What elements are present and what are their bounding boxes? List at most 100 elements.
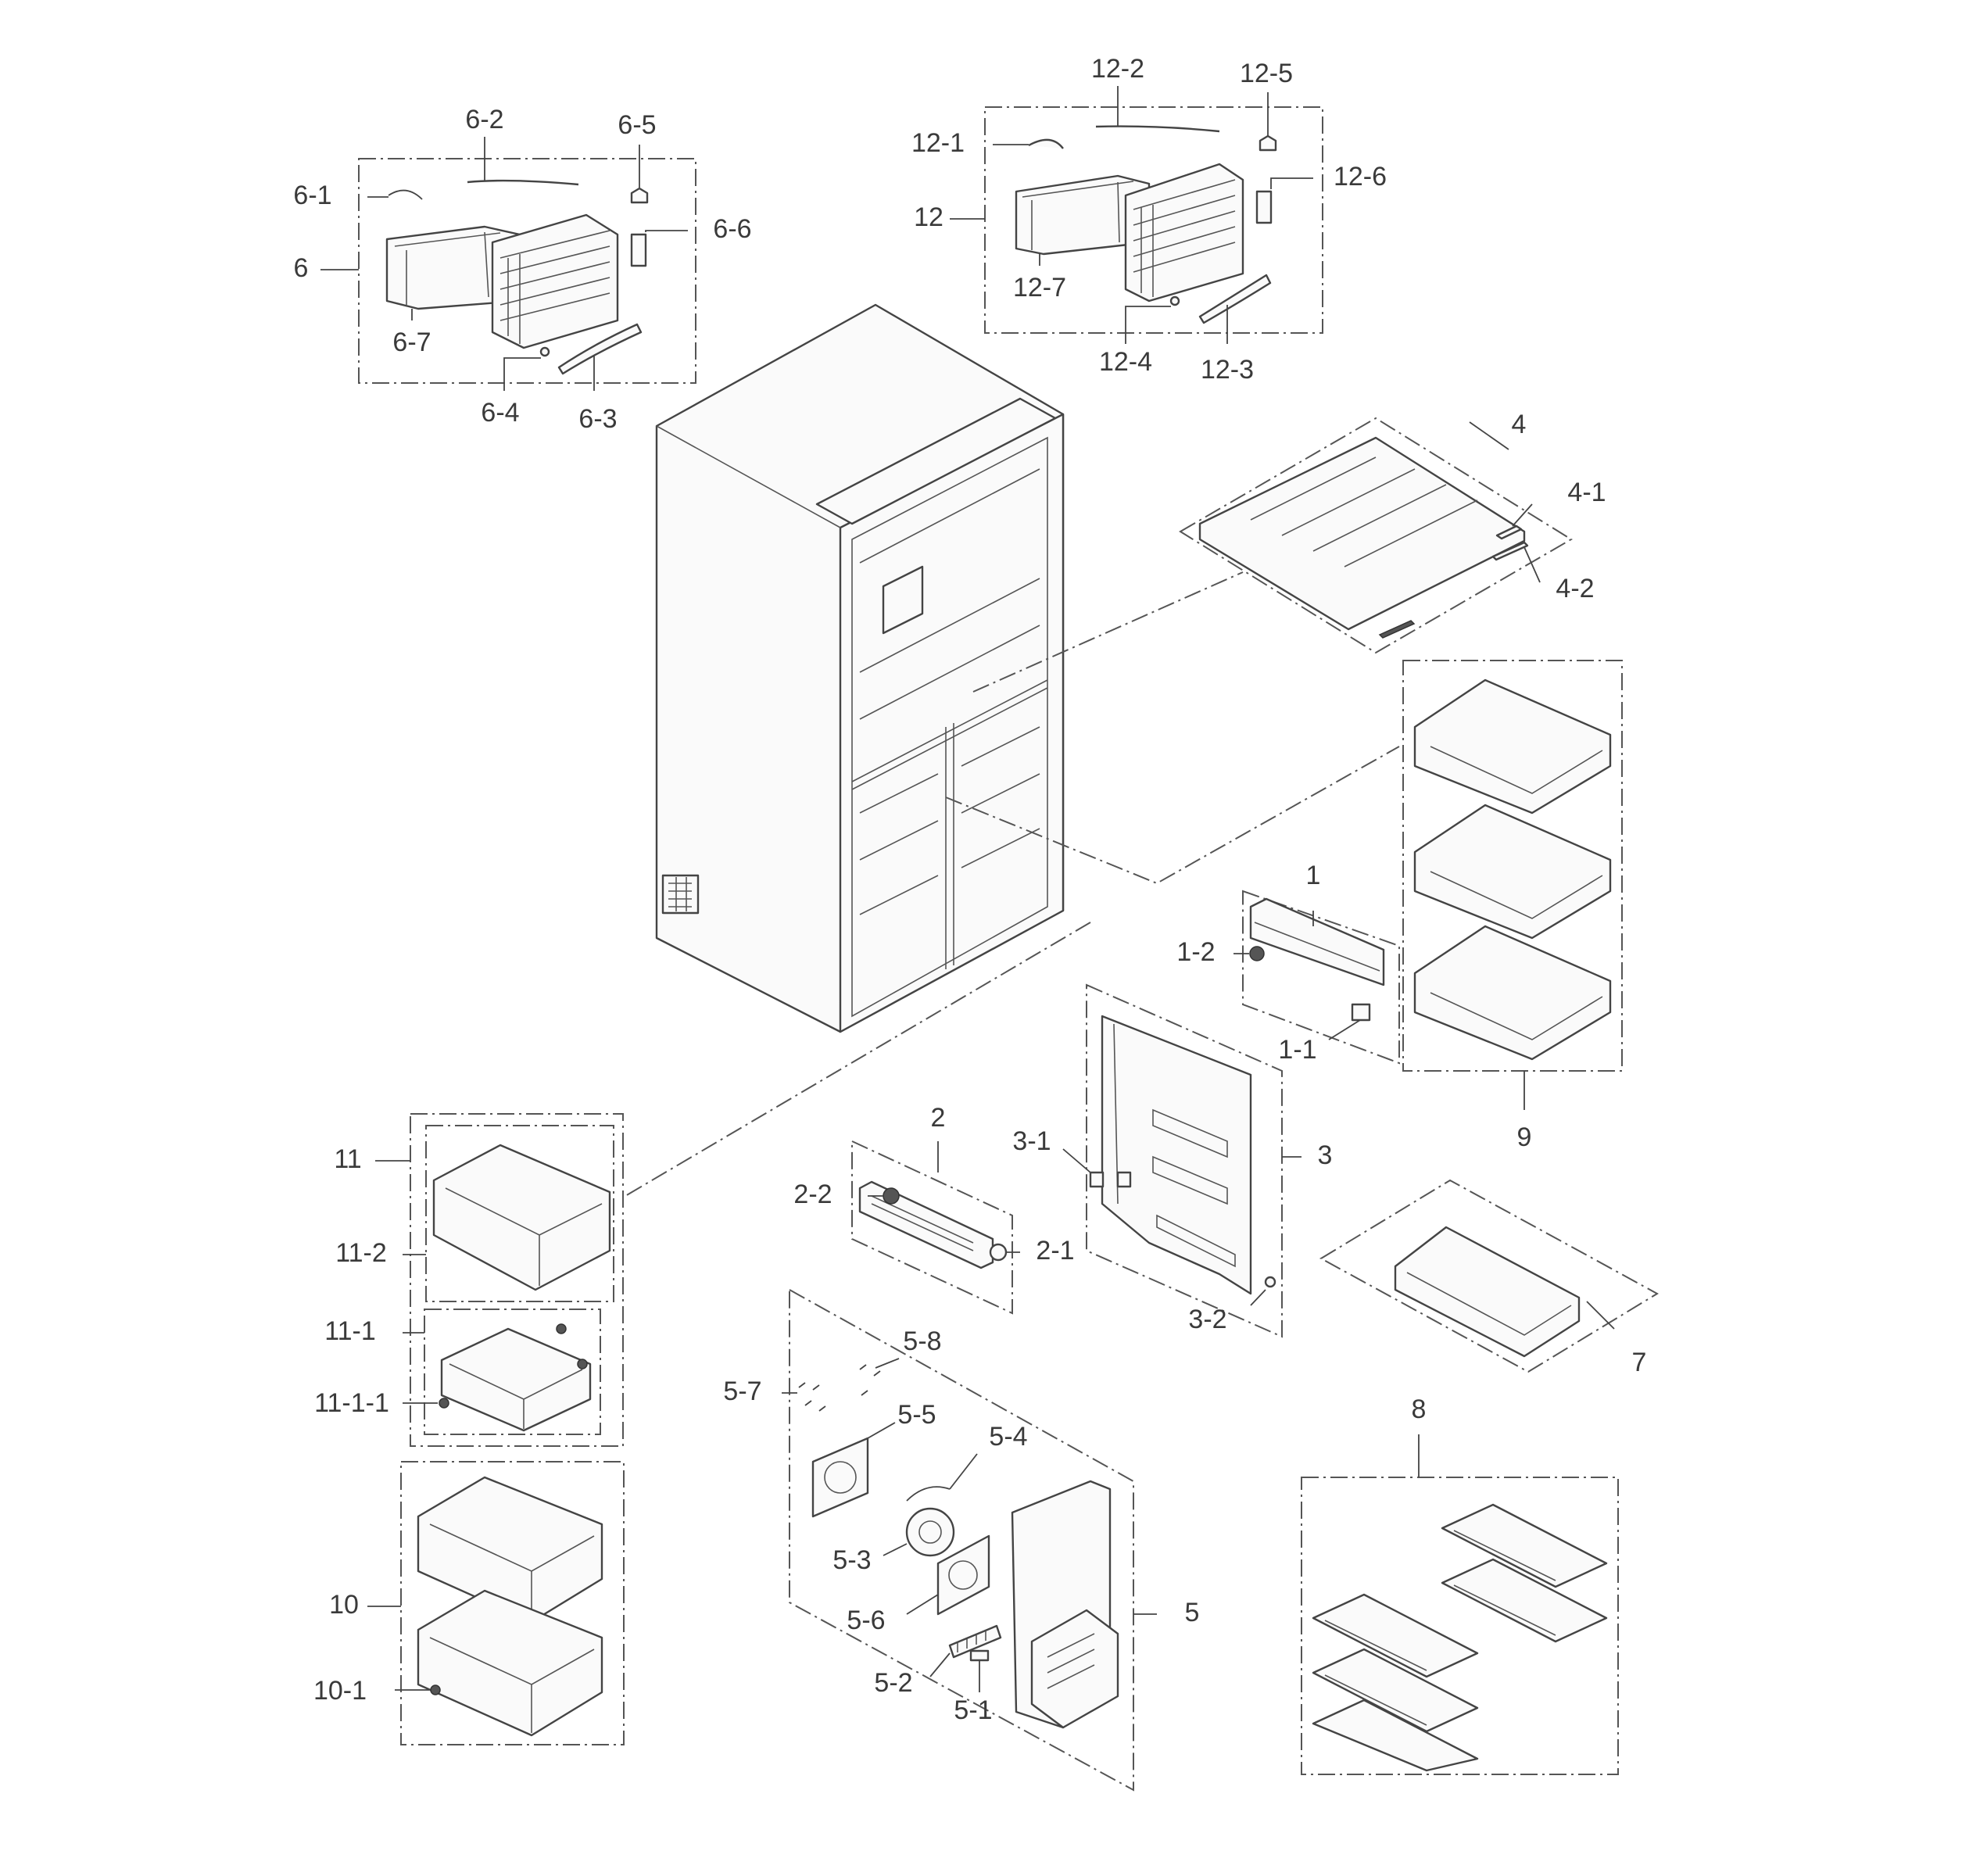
label-12-1: 12-1 — [911, 128, 965, 158]
assembly-12: 12 12-1 12-2 12-3 12-4 12-5 12-6 12-7 — [911, 54, 1387, 385]
assembly-1: 1 1-2 1-1 — [1176, 861, 1400, 1065]
cabinet-inner-bracket — [882, 565, 924, 635]
part-3-1-a — [1089, 1171, 1105, 1188]
label-6-4: 6-4 — [481, 398, 519, 428]
label-3: 3 — [1318, 1140, 1333, 1170]
label-11-2: 11-2 — [335, 1238, 387, 1268]
connector-lines — [625, 571, 1400, 1197]
assembly-10: 10 10-1 — [313, 1461, 625, 1745]
label-6-2: 6-2 — [465, 105, 503, 134]
assembly-5: 5-7 5-8 5-5 5-4 5-3 5-6 5 5-2 5-1 — [723, 1288, 1200, 1792]
part-9-bin-2 — [1413, 804, 1612, 940]
part-4-shelf — [1198, 436, 1526, 631]
part-12-evaporator — [1124, 163, 1244, 303]
part-5-5-fan-housing — [811, 1437, 869, 1518]
part-6-2 — [467, 179, 579, 186]
part-2-panel — [858, 1180, 994, 1269]
assembly-12-boundary — [984, 106, 1323, 334]
label-9: 9 — [1517, 1122, 1532, 1152]
label-8: 8 — [1412, 1394, 1427, 1424]
assembly-8-boundary — [1301, 1477, 1619, 1775]
label-5-8: 5-8 — [903, 1326, 941, 1356]
label-2-1: 2-1 — [1036, 1236, 1074, 1266]
part-8-shelf-4 — [1312, 1648, 1479, 1733]
part-5-2 — [948, 1624, 1002, 1659]
assembly-4-boundary — [1179, 417, 1573, 654]
part-4-1 — [1495, 524, 1523, 540]
part-8-shelf-5 — [1312, 1699, 1479, 1772]
label-3-1: 3-1 — [1012, 1126, 1051, 1156]
label-12-3: 12-3 — [1201, 355, 1254, 385]
assembly-4: 4 4-1 4-2 — [1179, 410, 1606, 654]
assembly-9: 9 — [1402, 660, 1623, 1152]
assembly-3-boundary — [1086, 983, 1283, 1338]
part-1-1 — [1351, 1003, 1371, 1022]
part-5-7-screws — [798, 1382, 826, 1412]
part-7-tray — [1394, 1226, 1581, 1358]
part-11-1-1 — [439, 1398, 449, 1409]
part-5-3-fan-motor — [905, 1507, 955, 1557]
label-5-1: 5-1 — [954, 1695, 992, 1725]
assembly-6-boundary — [358, 158, 696, 384]
refrigerator-cabinet — [655, 303, 1065, 1033]
part-9-bin-1 — [1413, 678, 1612, 814]
part-12-1 — [1028, 138, 1064, 149]
assembly-2-boundary — [851, 1140, 1013, 1315]
label-5: 5 — [1185, 1598, 1200, 1627]
assembly-5-boundary — [789, 1288, 1134, 1792]
label-11-1: 11-1 — [324, 1316, 376, 1346]
part-9-bin-3 — [1413, 925, 1612, 1061]
label-4-1: 4-1 — [1567, 478, 1606, 507]
part-6-5 — [630, 187, 649, 204]
assembly-7: 7 — [1319, 1179, 1660, 1377]
label-6-7: 6-7 — [392, 328, 431, 357]
part-10-drawer-upper — [417, 1476, 603, 1624]
assembly-9-boundary — [1402, 660, 1623, 1072]
label-6-6: 6-6 — [713, 214, 751, 244]
part-12-6 — [1255, 190, 1273, 224]
label-12-2: 12-2 — [1091, 54, 1144, 84]
label-1-1: 1-1 — [1278, 1035, 1316, 1065]
part-8-shelf-1 — [1441, 1503, 1608, 1588]
label-6-5: 6-5 — [618, 110, 656, 140]
part-6-1 — [388, 189, 423, 200]
assembly-11-1-boundary — [424, 1309, 601, 1435]
assembly-3: 3-1 3 3-2 — [1012, 983, 1333, 1338]
label-5-5: 5-5 — [897, 1400, 936, 1430]
label-10-1: 10-1 — [313, 1676, 367, 1706]
label-6-1: 6-1 — [293, 181, 331, 210]
part-5-4 — [906, 1486, 951, 1502]
part-12-4 — [1169, 295, 1180, 306]
label-5-2: 5-2 — [874, 1668, 912, 1698]
label-1: 1 — [1306, 861, 1321, 890]
part-1-2 — [1249, 946, 1265, 961]
label-10: 10 — [329, 1590, 359, 1620]
label-1-2: 1-2 — [1176, 937, 1215, 967]
label-5-4: 5-4 — [989, 1422, 1027, 1452]
label-2-2: 2-2 — [793, 1180, 832, 1209]
connector-4 — [972, 571, 1244, 693]
assembly-11-boundary — [410, 1113, 624, 1447]
connector-11 — [625, 922, 1091, 1197]
assembly-6: 6 6-1 6-2 6-3 6-4 6-5 6-6 6-7 — [293, 105, 751, 434]
part-3-panel — [1101, 1015, 1252, 1295]
label-4-2: 4-2 — [1556, 574, 1594, 603]
part-4-2 — [1491, 541, 1529, 561]
part-10-drawer-lower — [417, 1589, 603, 1737]
label-4: 4 — [1512, 410, 1527, 439]
label-12-7: 12-7 — [1013, 273, 1066, 303]
part-2-1 — [989, 1243, 1008, 1262]
part-12-2 — [1095, 125, 1220, 133]
assembly-7-boundary — [1319, 1179, 1660, 1373]
label-12-5: 12-5 — [1240, 59, 1293, 88]
assembly-8: 8 — [1301, 1394, 1619, 1775]
cabinet-top-panel — [815, 397, 1057, 525]
label-5-3: 5-3 — [832, 1545, 871, 1575]
label-6-3: 6-3 — [578, 404, 617, 434]
assembly-11: 11 11-2 11-1 11-1-1 — [314, 1113, 624, 1447]
part-5-8-screws — [859, 1364, 881, 1396]
part-12-3 — [1198, 274, 1272, 324]
part-1-rail — [1249, 897, 1385, 986]
assembly-2: 2 2-2 2-1 — [793, 1103, 1075, 1315]
